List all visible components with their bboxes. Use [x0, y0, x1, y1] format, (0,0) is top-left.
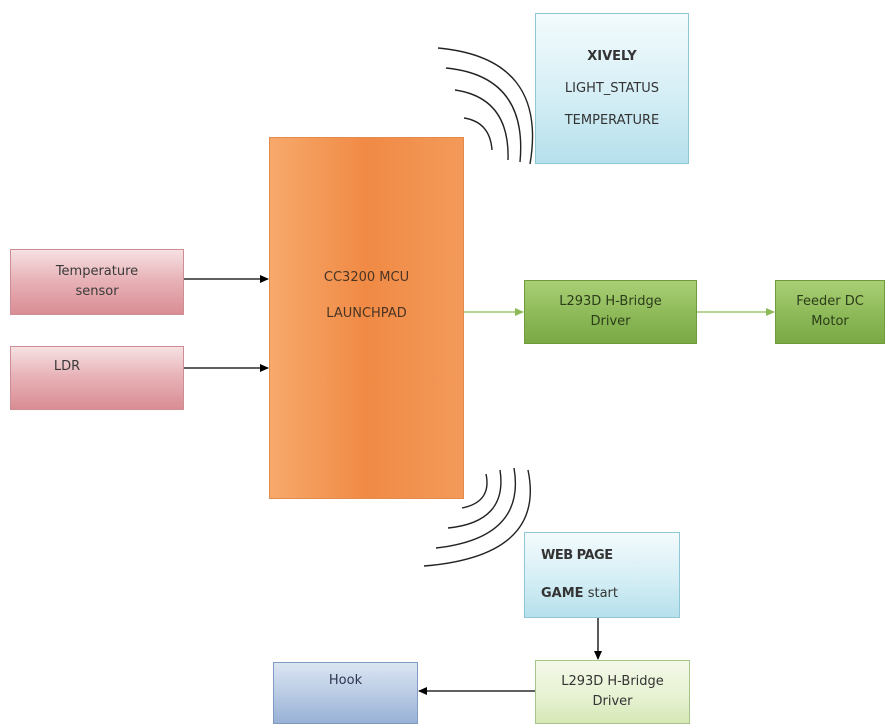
hbridge-bottom-line2: Driver [592, 694, 633, 709]
temperature-sensor-line2: sensor [75, 284, 119, 299]
webpage-start-label: start [587, 586, 618, 601]
wireless-waves-top-icon [437, 47, 534, 165]
mcu-line2: LAUNCHPAD [326, 306, 407, 321]
feeder-motor-block: Feeder DC Motor [775, 280, 885, 344]
ldr-block: LDR [10, 346, 184, 410]
feeder-motor-line2: Motor [811, 314, 849, 329]
xively-cloud-block: XIVELY LIGHT_STATUS TEMPERATURE [535, 13, 689, 164]
ldr-label: LDR [53, 359, 81, 374]
hbridge-driver-top-block: L293D H-Bridge Driver [524, 280, 697, 344]
hook-label: Hook [328, 673, 363, 688]
webpage-game-label: GAME [541, 586, 584, 601]
mcu-launchpad-block: CC3200 MCU LAUNCHPAD [269, 137, 464, 499]
webpage-title: WEB PAGE [541, 548, 613, 563]
feeder-motor-line1: Feeder DC [796, 294, 864, 309]
wireless-waves-bottom-icon [423, 467, 531, 567]
hbridge-top-line2: Driver [590, 314, 631, 329]
xively-temperature: TEMPERATURE [564, 112, 660, 128]
hbridge-driver-bottom-block: L293D H-Bridge Driver [535, 660, 690, 724]
hbridge-top-line1: L293D H-Bridge [559, 294, 662, 309]
xively-light-status: LIGHT_STATUS [564, 80, 660, 96]
xively-title: XIVELY [587, 48, 637, 64]
mcu-line1: CC3200 MCU [323, 270, 410, 285]
hook-block: Hook [273, 662, 418, 724]
webpage-game-start: GAME start [541, 584, 618, 604]
temperature-sensor-block: Temperature sensor [10, 249, 184, 315]
webpage-block: WEB PAGE GAME start [524, 532, 680, 618]
hbridge-bottom-line1: L293D H-Bridge [561, 674, 664, 689]
temperature-sensor-line1: Temperature [55, 264, 139, 279]
